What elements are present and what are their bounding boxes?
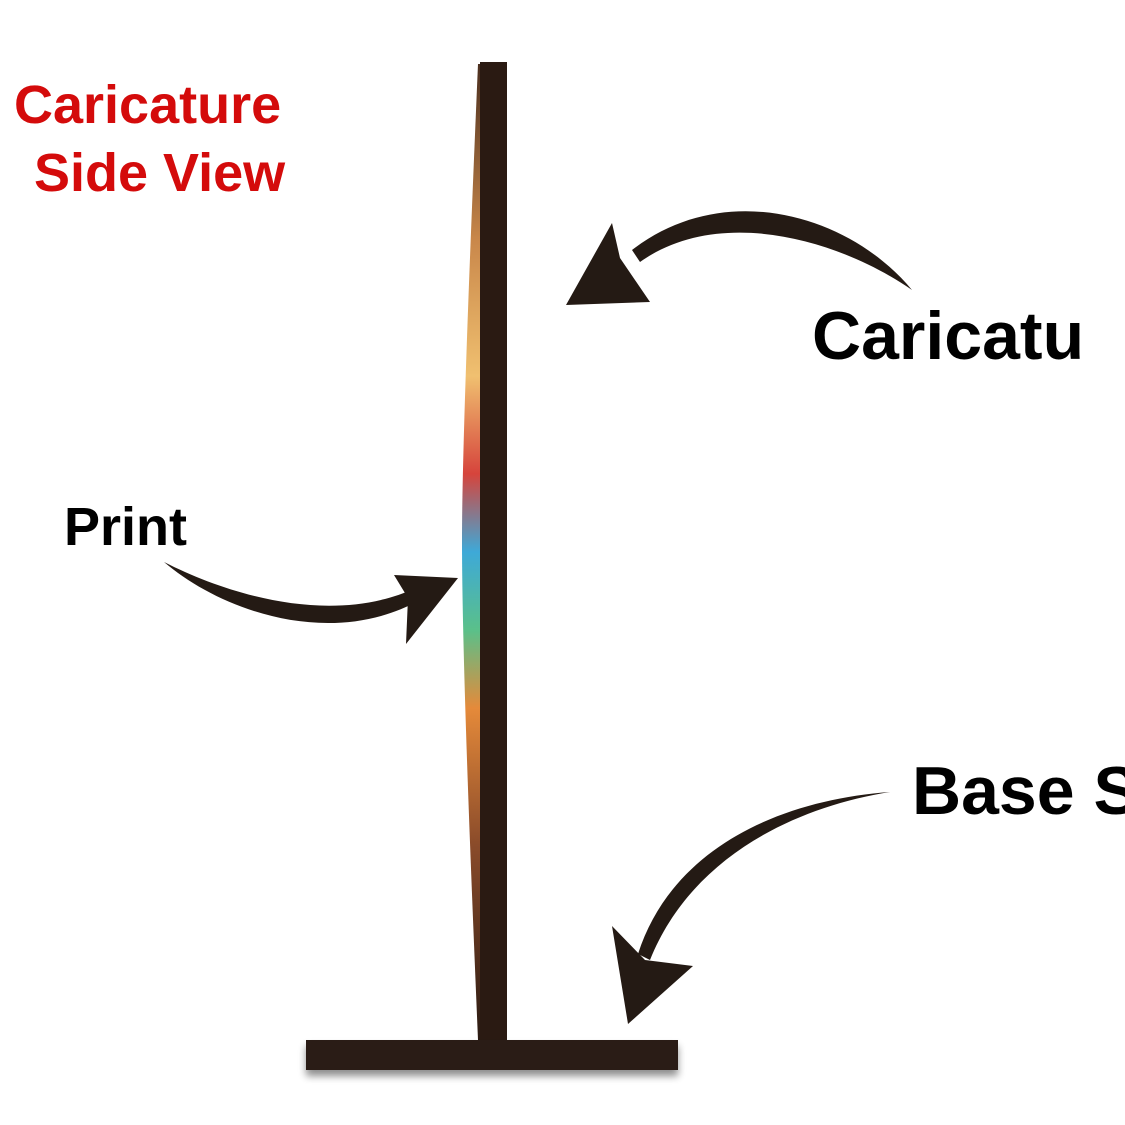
curved-arrow-icon [164,562,458,644]
diagram-title-line-2: Side View [34,143,286,203]
stand-side-view-icon [306,62,678,1070]
print-arrow-shaft [164,562,420,624]
caricature-arrow-shaft [632,211,912,290]
stand-board [480,62,507,1044]
diagram-title-line-1: Caricature [14,75,282,135]
curved-arrow-icon [566,211,912,305]
caricature-arrow-head [566,223,650,305]
caricature-label: Caricatu [812,298,1085,374]
curved-arrow-icon [612,792,890,1024]
print-arrow-head [394,575,458,644]
stand-base [306,1040,678,1070]
print-edge [462,64,482,1040]
base-label: Base S [912,753,1125,829]
base-arrow-shaft [638,792,890,960]
base-arrow-head [612,926,693,1024]
print-label: Print [64,497,188,557]
